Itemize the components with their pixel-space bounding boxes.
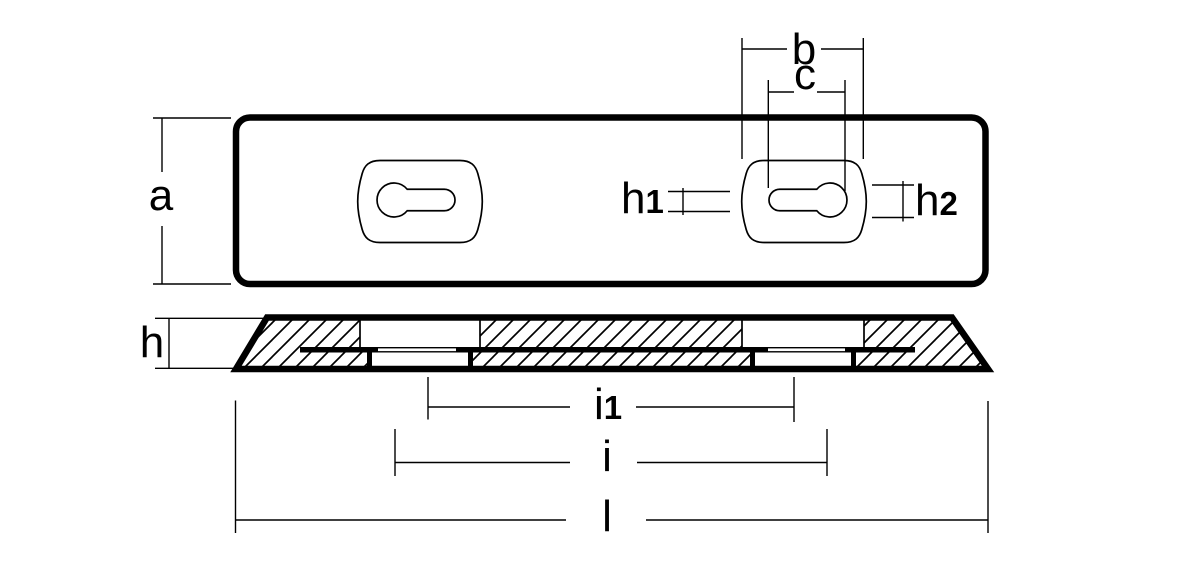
dim-label-h2: h2 [915, 176, 958, 225]
top-view [232, 114, 989, 288]
right-pocket-wall-left [750, 347, 755, 369]
dim-label-i: i [602, 432, 612, 481]
left-strap-slot-gap [378, 348, 456, 352]
dimension-h [155, 317, 266, 369]
section-view [230, 314, 995, 373]
dimension-b [741, 38, 864, 159]
dim-label-b: b [792, 25, 816, 74]
dimension-i1 [427, 377, 795, 422]
dimension-h1 [668, 188, 730, 215]
right-keyhole-slot [768, 182, 848, 218]
section-outline [230, 314, 995, 373]
dim-label-c: c [794, 50, 816, 99]
dimension-c [767, 80, 846, 191]
left-lower-recess [372, 352, 468, 369]
dimension-i [394, 429, 828, 476]
dim-label-a: a [149, 171, 174, 220]
dim-label-h1: h1 [621, 174, 664, 223]
dimension-l [234, 400, 989, 533]
left-keyhole-slot [376, 182, 456, 218]
dim-label-h: h [140, 318, 164, 367]
dim-label-l: l [602, 492, 612, 541]
left-pocket-wall-left [367, 347, 372, 369]
right-pocket-wall-right [851, 347, 856, 369]
right-strap-slot-gap [768, 348, 845, 352]
plate-body-outline [232, 114, 989, 288]
left-pocket-wall-right [468, 347, 473, 369]
right-lower-recess [755, 352, 851, 369]
dimension-h2 [872, 181, 914, 222]
dim-label-i1: i1 [594, 380, 622, 429]
section-hatched-body [236, 317, 988, 369]
insert-strap [300, 347, 915, 353]
dimension-a [153, 117, 231, 285]
